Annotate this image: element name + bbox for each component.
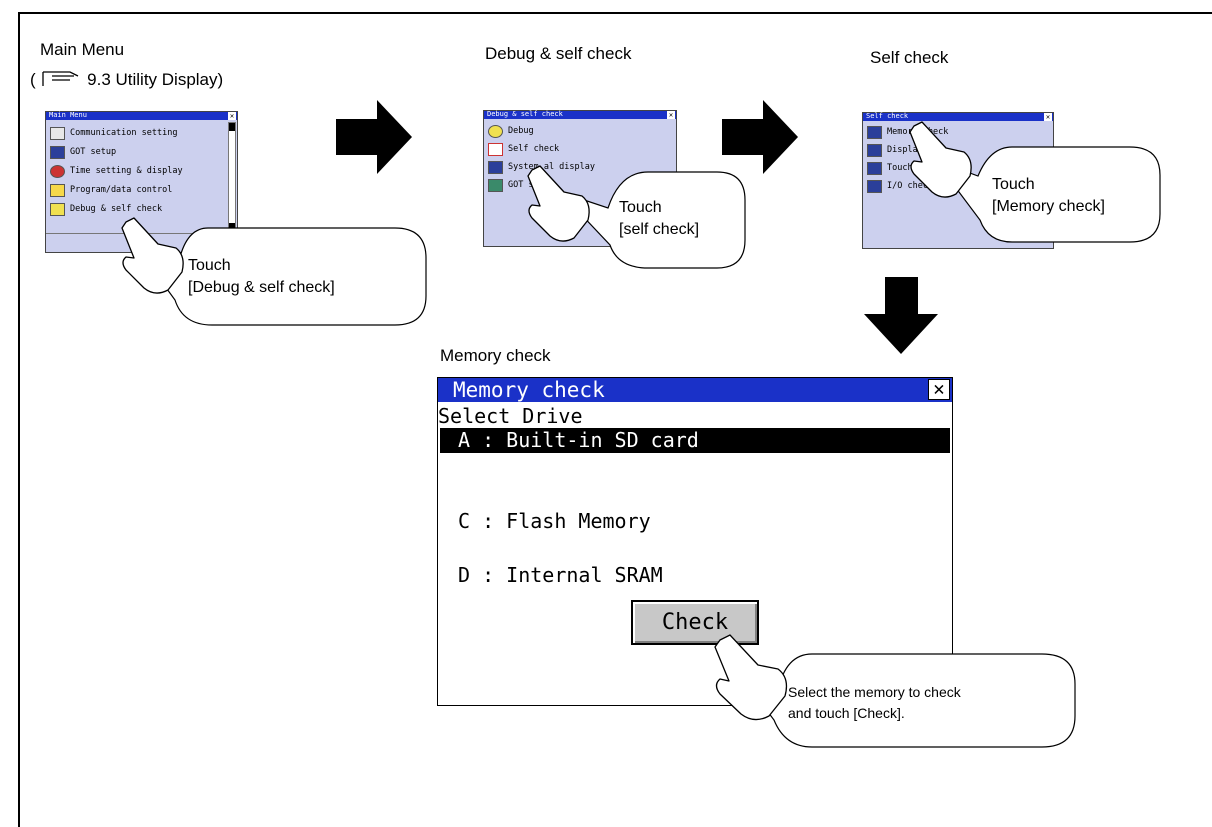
menu-item-time-setting[interactable]: Time setting & display: [50, 163, 183, 179]
close-icon[interactable]: ✕: [928, 379, 950, 400]
select-drive-label: Select Drive: [438, 404, 583, 428]
menu-item-touch-panel[interactable]: Touch pan: [867, 160, 933, 176]
menu-item-debug[interactable]: Debug: [488, 123, 534, 139]
arrow-right-2: [722, 100, 798, 174]
check-button[interactable]: Check: [631, 600, 759, 645]
caption-main-menu: Main Menu: [40, 40, 125, 59]
menu-item-system-alarm[interactable]: System al display: [488, 159, 595, 175]
menu-item-got-setup[interactable]: GOT setup: [50, 144, 116, 160]
scroll-up-icon[interactable]: [229, 123, 235, 131]
close-icon[interactable]: ✕: [667, 111, 675, 119]
hand-icon-2: [527, 165, 590, 242]
hand-icon-4: [714, 634, 788, 721]
menu-item-self-check[interactable]: Self check: [488, 141, 559, 157]
debug-titlebar: Debug & self check: [484, 110, 676, 119]
caption-self-check: Self check: [870, 48, 949, 67]
memory-icon: [867, 125, 882, 139]
callout-bubble-2: [559, 171, 746, 269]
caption-reference: ( 9.3 Utility Display): [30, 70, 224, 89]
arrow-down: [864, 277, 938, 354]
communication-icon: [50, 126, 65, 140]
memory-check-screen: Memory check ✕ Select Drive A : Built-in…: [437, 377, 953, 706]
got-setup-icon: [50, 145, 65, 159]
memory-check-titlebar: Memory check: [438, 378, 952, 402]
display-icon: [867, 143, 882, 157]
menu-item-program-data[interactable]: Program/data control: [50, 182, 172, 198]
caption-debug: Debug & self check: [485, 44, 632, 63]
callout-bubble-3: [933, 146, 1161, 243]
debug-icon: [50, 202, 65, 216]
system-alarm-icon: [488, 160, 503, 174]
hand-icon-1: [121, 217, 184, 294]
main-menu-titlebar: Main Menu: [46, 111, 237, 120]
figure-frame: [18, 12, 1212, 827]
close-icon[interactable]: ✕: [1044, 113, 1052, 121]
callout-1-text: Touch [Debug & self check]: [188, 257, 335, 296]
drive-option-c[interactable]: C : Flash Memory: [458, 509, 651, 533]
drive-option-a[interactable]: A : Built-in SD card: [440, 428, 950, 453]
menu-item-debug[interactable]: Debug & self check: [50, 201, 162, 217]
menu-item-display[interactable]: Display: [867, 142, 923, 158]
callout-2-text: Touch [self check]: [619, 199, 700, 238]
arrow-right-1: [336, 100, 412, 174]
got-start-icon: [488, 178, 503, 192]
self-check-titlebar: Self check: [863, 112, 1053, 121]
touch-panel-icon: [867, 161, 882, 175]
caption-memory-check: Memory check: [440, 346, 551, 365]
drive-option-d[interactable]: D : Internal SRAM: [458, 563, 663, 587]
callout-3-text: Touch [Memory check]: [992, 176, 1105, 215]
menu-item-io-check[interactable]: I/O check: [867, 178, 933, 194]
clock-icon: [50, 164, 65, 178]
close-icon[interactable]: ✕: [228, 112, 236, 120]
menu-item-communication[interactable]: Communication setting: [50, 125, 177, 141]
folder-icon: [50, 183, 65, 197]
reference-hand-icon: [42, 71, 79, 86]
io-icon: [867, 179, 882, 193]
self-check-icon: [488, 142, 503, 156]
hand-icon-3: [909, 121, 972, 198]
debug-icon: [488, 124, 503, 138]
callout-4-text: Select the memory to check and touch [Ch…: [788, 684, 961, 721]
